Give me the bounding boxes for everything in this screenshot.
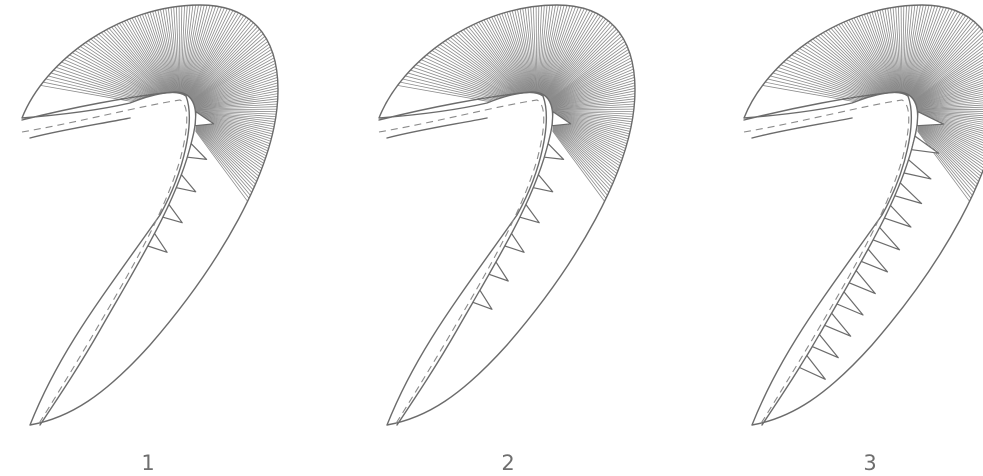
spine-line [22, 92, 196, 425]
hatching [548, 0, 983, 428]
figure-1-label: 1 [141, 451, 154, 475]
spine-line [379, 92, 553, 425]
tooth [885, 206, 911, 228]
hatching [0, 0, 540, 428]
lower-lip [387, 118, 487, 138]
spine-line [744, 92, 918, 425]
dashed-inner-line [379, 100, 544, 425]
lower-lip [30, 118, 130, 138]
figure-2-label: 2 [501, 451, 514, 475]
dashed-inner-line [744, 100, 909, 425]
lower-lip [752, 118, 852, 138]
tooth [187, 144, 206, 160]
tooth [904, 160, 931, 179]
figure-3 [548, 0, 983, 428]
dashed-inner-line [22, 100, 187, 425]
figure-3-label: 3 [863, 451, 876, 475]
tooth [544, 144, 563, 160]
tooth [895, 183, 922, 204]
figure-1 [0, 0, 540, 428]
